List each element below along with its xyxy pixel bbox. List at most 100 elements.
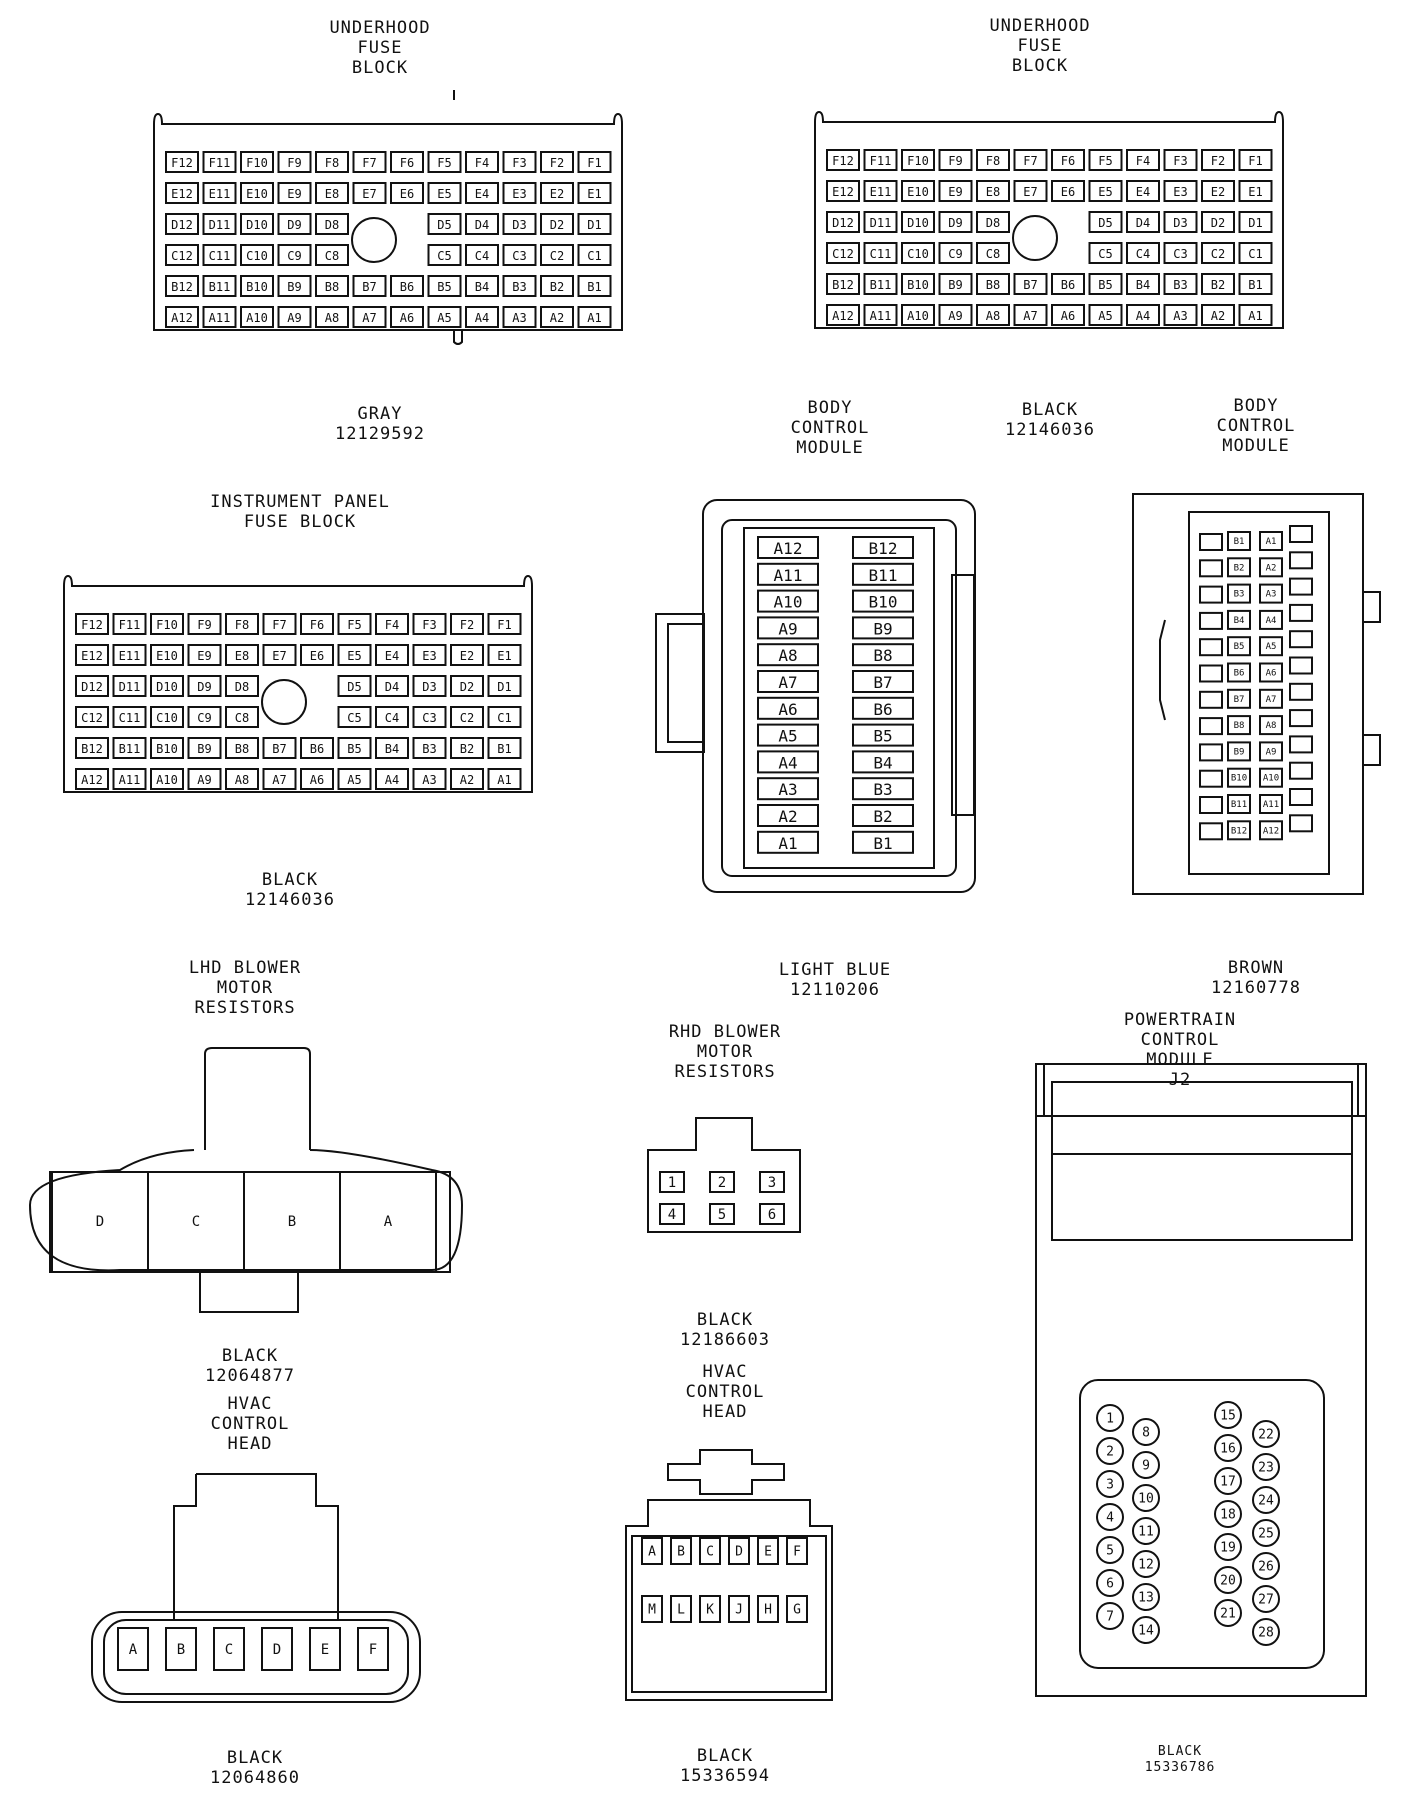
pin-label: D3 — [1173, 216, 1187, 230]
pin-label: 23 — [1258, 1461, 1274, 1476]
fuse-cavity — [1088, 180, 1123, 202]
pin-label: D4 — [1136, 216, 1150, 230]
fuse-cavity — [1088, 273, 1123, 295]
pin-label: 3 — [1106, 1478, 1114, 1493]
pin-label: 5 — [718, 1207, 726, 1223]
pin-label: F4 — [385, 618, 399, 632]
fuse-cavity — [412, 613, 447, 635]
fuse-cavity — [112, 737, 147, 759]
fuse-cavity — [187, 644, 222, 666]
pin-label: E3 — [512, 187, 526, 201]
bcm-cavity — [1289, 761, 1313, 780]
pin-label: C9 — [197, 711, 211, 725]
pcm-pin — [1214, 1434, 1242, 1462]
pin-label: C5 — [437, 249, 451, 263]
pin-label: D1 — [497, 680, 511, 694]
hvac2-body — [625, 1499, 833, 1701]
bcm-pin — [1227, 557, 1251, 578]
ip-fuse-top-rail — [63, 574, 533, 587]
bcm-pin — [852, 696, 914, 720]
fuse-cavity — [240, 213, 274, 235]
title-line: INSTRUMENT PANEL — [210, 492, 390, 512]
pin-label: F9 — [948, 154, 962, 168]
pin-label: D1 — [1248, 216, 1262, 230]
bcm-pin — [1259, 662, 1283, 683]
pin-label: C1 — [1248, 247, 1262, 261]
rhd-pin — [709, 1203, 735, 1225]
fuse-cavity — [577, 244, 612, 266]
pin-label: 21 — [1220, 1607, 1236, 1622]
fuse-cavity — [976, 149, 1010, 171]
pin-label: B6 — [310, 742, 324, 756]
bcm-pin — [1259, 557, 1283, 578]
fuse-cavity — [1013, 149, 1048, 171]
bcm-pin — [1259, 531, 1283, 551]
pin-label: A7 — [362, 311, 376, 325]
fuse-cavity — [976, 304, 1010, 326]
fuse-cavity — [976, 211, 1010, 233]
pin-label: A8 — [325, 311, 339, 325]
bcm-pin — [852, 804, 914, 827]
pin-label: A6 — [400, 311, 414, 325]
pin-label: E10 — [156, 649, 178, 663]
pcm-pin — [1096, 1536, 1124, 1564]
pin-label: F11 — [119, 618, 141, 632]
title-line: CONTROL — [1140, 1030, 1220, 1050]
fuse-cavity — [112, 613, 147, 635]
pin-label: E1 — [587, 187, 601, 201]
fuse-cavity — [315, 244, 349, 266]
pin-label: C — [192, 1214, 200, 1230]
pin-label: B10 — [869, 593, 898, 612]
pin-label: F5 — [1098, 154, 1112, 168]
pin-label: B1 — [1248, 278, 1262, 292]
pin-label: A3 — [1173, 309, 1187, 323]
pin-label: D3 — [512, 218, 526, 232]
hvac2-top-key — [667, 1449, 785, 1495]
pin-label: 20 — [1220, 1574, 1236, 1589]
hvac2-pin — [641, 1595, 663, 1623]
bcm-pin — [757, 777, 819, 801]
fuse-cavity — [315, 275, 349, 297]
pin-label: E1 — [497, 649, 511, 663]
rhd-pin — [659, 1171, 685, 1193]
pin-label: A1 — [778, 834, 797, 853]
fuse-cavity — [337, 737, 372, 759]
fuse-cavity — [412, 737, 447, 759]
fuse-cavity — [976, 242, 1010, 264]
pin-label: B5 — [1234, 642, 1245, 652]
bcm-cavity — [1199, 559, 1223, 578]
hvac1-top — [173, 1473, 339, 1620]
fuse-cavity — [277, 213, 312, 235]
hvac2-inner — [631, 1535, 827, 1693]
pin-label: D10 — [907, 216, 929, 230]
fuse-cavity — [75, 613, 109, 635]
fuse-cavity — [1088, 242, 1123, 264]
fuse-cavity — [901, 211, 935, 233]
pin-label: A11 — [209, 311, 231, 325]
fuse-cavity — [1201, 242, 1235, 264]
bcm-pin — [1259, 767, 1283, 788]
bcm-cavity — [1199, 638, 1223, 657]
fuse-cavity — [1013, 180, 1048, 202]
pin-label: 15 — [1220, 1409, 1236, 1424]
fuse-cavity — [300, 737, 334, 759]
fuse-cavity — [465, 182, 499, 204]
fuse-cavity — [1013, 304, 1048, 326]
pin-label: 1 — [1106, 1412, 1114, 1427]
pin-label: 22 — [1258, 1428, 1274, 1443]
pin-label: B2 — [873, 807, 892, 826]
pin-label: B11 — [870, 278, 892, 292]
fuse-cavity — [225, 768, 259, 790]
pcm-pin — [1214, 1533, 1242, 1561]
pcm-pin — [1132, 1484, 1160, 1512]
hvac2-pin — [641, 1537, 663, 1565]
fuse-cavity — [577, 213, 612, 235]
uh-black-top-rail — [814, 110, 1284, 123]
pin-label: A4 — [778, 753, 797, 772]
uh-gray-center-hole — [351, 217, 397, 263]
fuse-cavity — [187, 737, 222, 759]
pin-label: B5 — [437, 280, 451, 294]
pin-label: D5 — [1098, 216, 1112, 230]
